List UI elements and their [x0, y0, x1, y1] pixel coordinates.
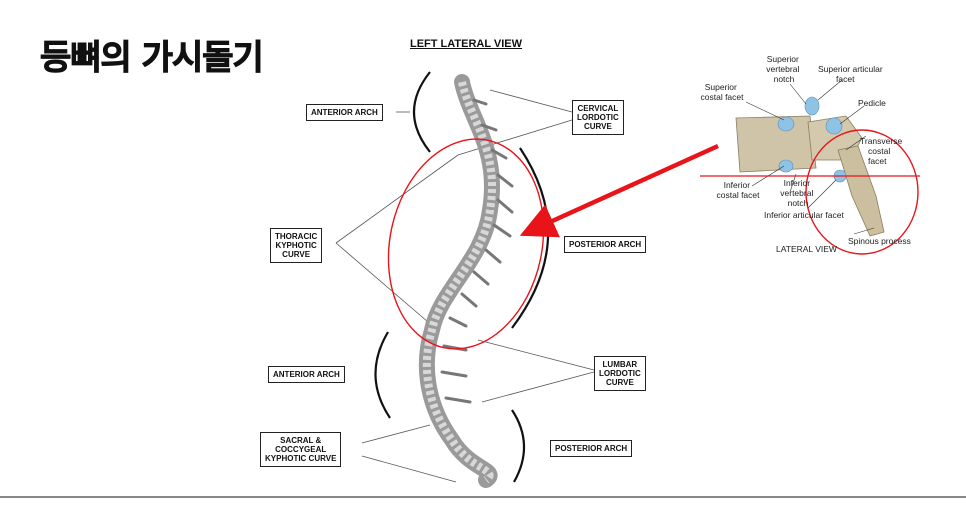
vertebra-labels: Superior vertebral notch Superior articu…	[701, 54, 911, 254]
spine-highlight-ellipse	[387, 138, 545, 350]
connector-lines	[335, 89, 595, 483]
label-transverse-costal-facet: Transverse costal facet	[860, 136, 905, 166]
label-lateral-view: LATERAL VIEW	[776, 244, 837, 254]
label-lumbar-lordotic-curve: LUMBAR LORDOTIC CURVE	[594, 356, 646, 391]
label-pedicle: Pedicle	[858, 98, 886, 108]
label-cervical-lordotic-curve: CERVICAL LORDOTIC CURVE	[572, 100, 624, 135]
slide-title: 등뼈의 가시돌기	[40, 38, 265, 79]
label-anterior-arch-top: ANTERIOR ARCH	[306, 104, 383, 121]
vertebra-highlight-ellipse	[805, 129, 919, 255]
vertebra-leaders	[745, 79, 875, 235]
view-heading: LEFT LATERAL VIEW	[410, 38, 523, 50]
label-thoracic-kyphotic-curve: THORACIC KYPHOTIC CURVE	[270, 228, 323, 263]
label-sacral-coccygeal-kyphotic-curve: SACRAL & COCCYGEAL KYPHOTIC CURVE	[260, 432, 342, 467]
label-posterior-arch-bottom: POSTERIOR ARCH	[550, 440, 633, 457]
label-superior-vertebral-notch: Superior vertebral notch	[766, 54, 801, 84]
label-inferior-costal-facet: Inferior costal facet	[717, 180, 761, 200]
spine-column	[418, 74, 514, 488]
label-superior-costal-facet: Superior costal facet	[701, 82, 745, 102]
arch-curves	[374, 71, 550, 483]
label-posterior-arch-mid: POSTERIOR ARCH	[564, 236, 647, 253]
label-anterior-arch-bottom: ANTERIOR ARCH	[268, 366, 345, 383]
label-inferior-articular-facet: Inferior articular facet	[764, 210, 844, 220]
bottom-divider	[0, 496, 966, 498]
label-spinous-process: Spinous process	[848, 236, 911, 246]
highlight-arrow	[519, 143, 719, 238]
label-superior-articular-facet: Superior articular facet	[818, 64, 885, 84]
label-inferior-vertebral-notch: Inferior vertebral notch	[780, 178, 815, 208]
